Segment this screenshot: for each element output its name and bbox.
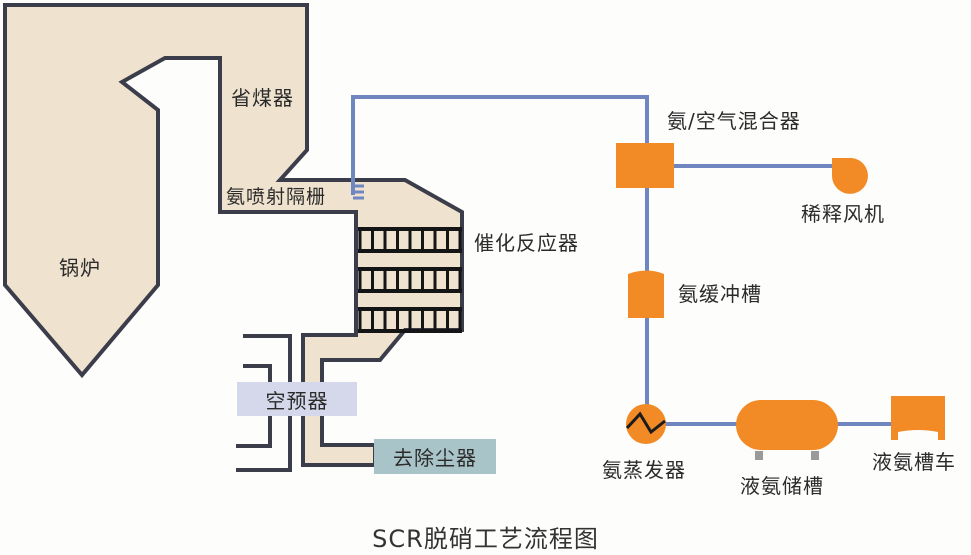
- boiler-body: [3, 3, 464, 467]
- catalyst-layer: [358, 267, 462, 293]
- ammonia-buffer-tank: [628, 270, 664, 318]
- tank-support-left: [755, 451, 763, 460]
- label-liquid-ammonia-storage-tank: 液氨储槽: [740, 474, 824, 498]
- label-ammonia-buffer-tank: 氨缓冲槽: [678, 282, 762, 306]
- dust-collector: 去除尘器: [374, 439, 496, 474]
- label-dust-collector: 去除尘器: [393, 446, 477, 470]
- ammonia-air-mixer: [616, 143, 674, 188]
- liquid-ammonia-storage-tank: [736, 400, 838, 450]
- ammonia-injection-grid: [353, 184, 364, 200]
- heating-coil-icon: [625, 411, 666, 435]
- catalyst-layer: [358, 307, 462, 333]
- catalyst-layers: [358, 227, 462, 333]
- label-boiler: 锅炉: [59, 256, 101, 280]
- liquid-ammonia-tanker: [891, 396, 945, 440]
- air-preheater: 空预器: [237, 382, 357, 416]
- diagram-title: SCR脱硝工艺流程图: [372, 525, 599, 553]
- pipe-mixer-to-grid: [351, 95, 649, 195]
- catalyst-layer: [358, 227, 462, 253]
- label-liquid-ammonia-tanker: 液氨槽车: [872, 450, 956, 474]
- label-catalytic-reactor: 催化反应器: [474, 231, 579, 255]
- label-air-preheater: 空预器: [265, 388, 329, 413]
- label-ammonia-evaporator: 氨蒸发器: [602, 458, 686, 482]
- tank-support-right: [811, 451, 819, 460]
- label-ammonia-air-mixer: 氨/空气混合器: [667, 109, 801, 133]
- label-ammonia-injection-grid: 氨喷射隔栅: [226, 186, 327, 208]
- label-economizer: 省煤器: [231, 86, 294, 110]
- ammonia-pipes: [351, 95, 892, 426]
- label-dilution-fan: 稀释风机: [801, 202, 885, 226]
- dilution-fan: [832, 157, 868, 194]
